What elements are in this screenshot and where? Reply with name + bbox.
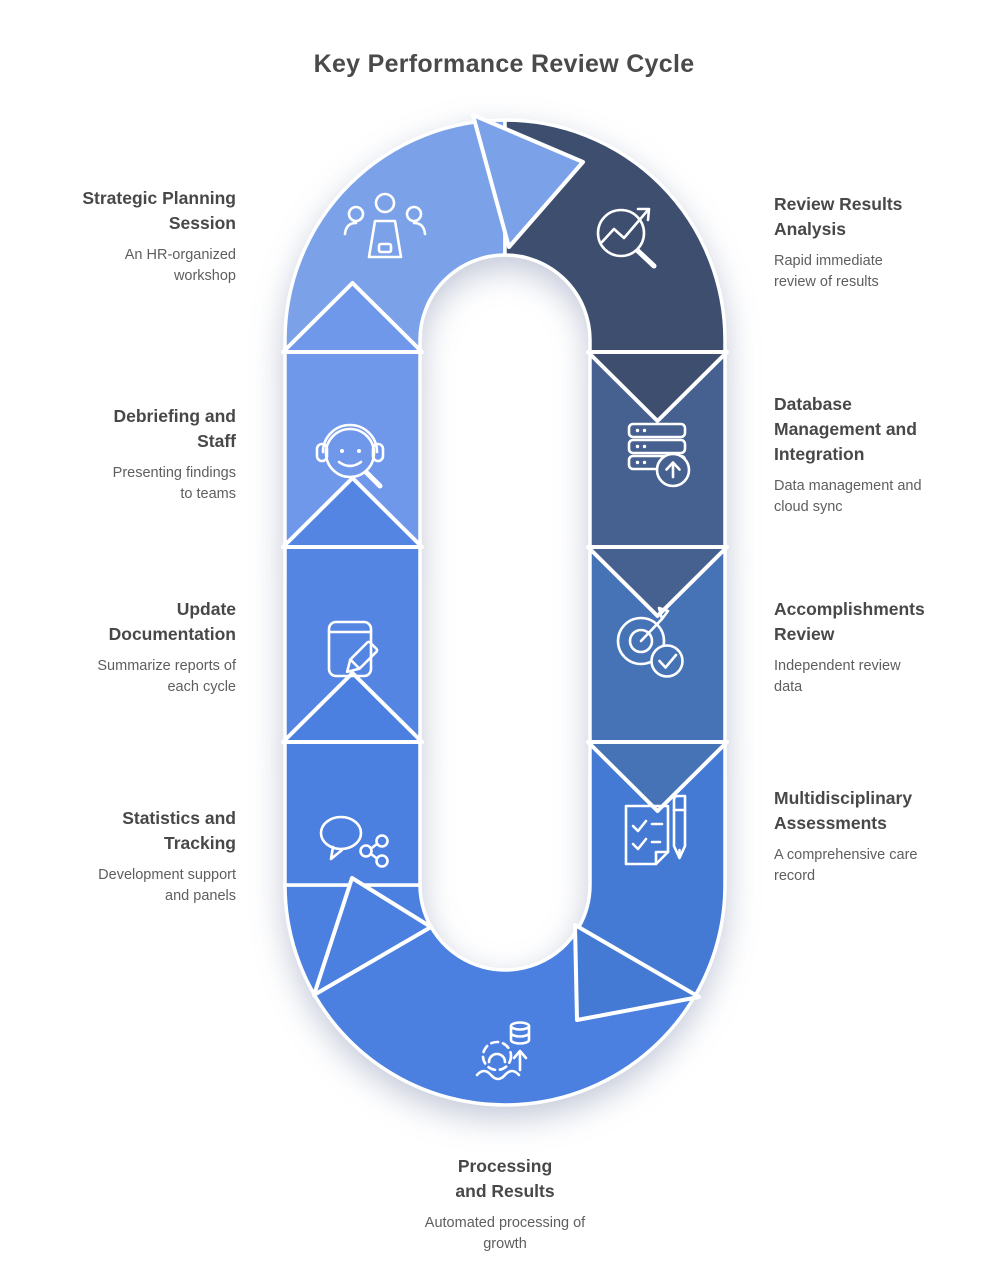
desc-line: data <box>774 678 803 695</box>
arrow-step9-to-step1 <box>471 113 585 249</box>
chat-share-icon <box>319 815 389 868</box>
desc-line: to teams <box>180 485 236 502</box>
arrow-step6-to-step7 <box>281 671 424 744</box>
step-3-label: Accomplishments Review Independent revie… <box>774 597 1000 698</box>
heading-line: Debriefing and <box>113 406 236 426</box>
heading-line: Assessments <box>774 812 887 833</box>
desc-line: growth <box>483 1235 527 1252</box>
arrow-step4-to-step5 <box>573 923 701 1022</box>
desc-line: each cycle <box>167 678 236 695</box>
arrow-step2-to-step3 <box>586 545 729 618</box>
heading-line: Multidisciplinary <box>774 788 913 808</box>
heading-line: Processing <box>457 1156 553 1176</box>
arrow-step8-to-step9 <box>281 281 424 354</box>
checklist-pen-icon <box>624 794 687 866</box>
step-1-label: Review Results Analysis Rapid immediate … <box>774 192 1000 293</box>
desc-line: review of results <box>774 273 879 290</box>
heading-line: and Results <box>455 1180 555 1201</box>
desc-line: record <box>774 867 816 884</box>
arrow-step5-to-step6 <box>312 876 433 997</box>
heading-line: Statistics and <box>122 808 236 828</box>
step-8-label: Debriefing and Staff Presenting findings… <box>28 404 236 505</box>
heading-line: Documentation <box>108 623 236 644</box>
desc-line: Independent review <box>774 657 901 674</box>
arrow-step7-to-step8 <box>281 476 424 549</box>
heading-line: Accomplishments <box>774 599 925 619</box>
heading-line: Tracking <box>164 832 236 853</box>
headset-search-icon <box>315 423 385 489</box>
heading-line: Strategic Planning <box>82 188 236 208</box>
desc-line: Automated processing of <box>424 1214 586 1231</box>
desc-line: Data management and <box>774 477 922 494</box>
desc-line: Rapid immediate <box>774 252 883 269</box>
desc-line: Presenting findings <box>112 464 236 481</box>
step-9-label: Strategic Planning Session An HR-organiz… <box>28 186 236 287</box>
page-title: Key Performance Review Cycle <box>313 50 695 78</box>
heading-line: Management and <box>774 418 917 439</box>
desc-line: and panels <box>165 887 236 904</box>
desc-line: cloud sync <box>774 498 843 515</box>
step-6-label: Statistics and Tracking Development supp… <box>28 806 236 907</box>
heading-line: Review Results <box>774 194 903 214</box>
book-pencil-icon <box>327 620 379 678</box>
desc-line: A comprehensive care <box>774 846 918 863</box>
heading-line: Integration <box>774 443 865 464</box>
segment-step-6 <box>283 740 422 887</box>
heading-line: Review <box>774 623 835 644</box>
segment-step-4 <box>576 740 727 998</box>
arrow-step3-to-step4 <box>586 740 729 813</box>
gear-data-icon <box>475 1021 531 1081</box>
arrow-step1-to-step2 <box>586 350 729 423</box>
target-check-icon <box>616 606 684 678</box>
meeting-icon <box>343 192 427 259</box>
server-upload-icon <box>627 422 691 488</box>
heading-line: Staff <box>197 430 236 451</box>
desc-line: Development support <box>98 866 236 883</box>
trend-search-icon <box>596 207 657 269</box>
step-5-label: Processing and Results Automated process… <box>353 1154 657 1255</box>
heading-line: Database <box>774 394 852 414</box>
heading-line: Analysis <box>774 218 846 239</box>
heading-line: Session <box>168 212 236 233</box>
desc-line: Summarize reports of <box>97 657 236 674</box>
step-4-label: Multidisciplinary Assessments A comprehe… <box>774 786 1000 887</box>
step-2-label: Database Management and Integration Data… <box>774 392 1000 518</box>
desc-line: workshop <box>173 267 236 284</box>
desc-line: An HR-organized <box>124 246 236 263</box>
heading-line: Update <box>176 599 236 619</box>
step-7-label: Update Documentation Summarize reports o… <box>28 597 236 698</box>
